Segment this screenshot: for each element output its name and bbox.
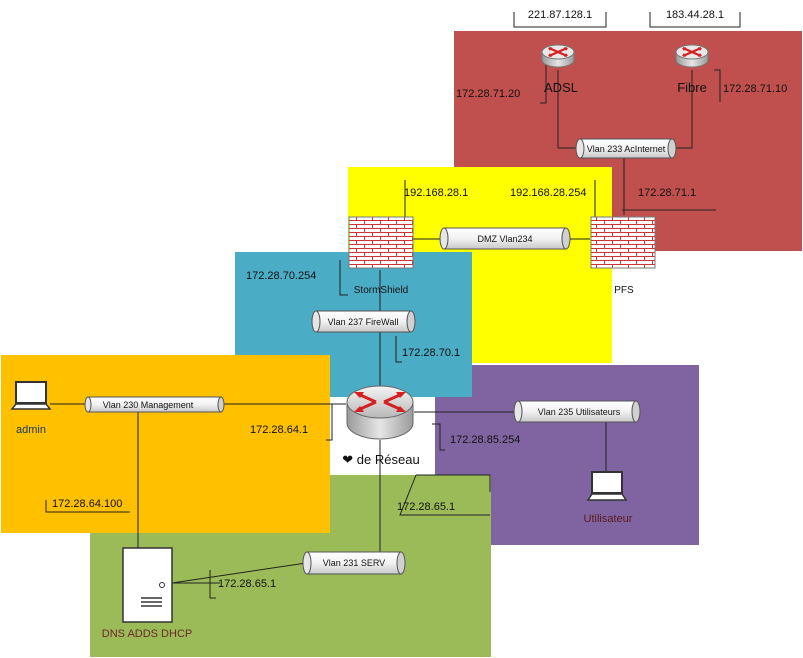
vlan-cylinder-management: [84, 396, 225, 413]
vlan-cylinder-internet: [575, 138, 677, 159]
vlan-cylinder-users: [513, 400, 641, 423]
admin-laptop-icon: [10, 381, 52, 410]
vlan-servers-label: Vlan 231 SERV: [323, 558, 385, 568]
vlan-internet-label: Vlan 233 AcInternet: [587, 144, 666, 154]
ip-adsl-lan: 172.28.71.20: [456, 88, 520, 100]
user-laptop-icon: [586, 471, 628, 501]
ip-core-mgmt: 172.28.64.1: [250, 424, 308, 436]
vlan-management-label: Vlan 230 Management: [103, 400, 194, 410]
server-icon: [122, 547, 173, 623]
server-ip: 172.28.65.1: [218, 578, 276, 590]
ip-storm-dmz: 192.168.28.1: [404, 187, 468, 199]
fibre-label: Fibre: [677, 80, 707, 95]
core-router-icon: [346, 385, 414, 440]
server-label: DNS ADDS DHCP: [102, 628, 192, 640]
ip-pfs-dmz: 192.168.28.254: [510, 187, 586, 199]
user-label: Utilisateur: [584, 513, 633, 525]
ip-storm-inside: 172.28.70.254: [246, 270, 316, 282]
pfs-firewall-icon: [590, 216, 656, 269]
adsl-label: ADSL: [544, 80, 578, 95]
ip-core-serv: 172.28.65.1: [397, 501, 455, 513]
ip-pfs-wan: 172.28.71.1: [638, 187, 696, 199]
admin-label: admin: [16, 424, 46, 436]
vlan-cylinder-servers: [302, 551, 406, 575]
ip-fibre-lan: 172.28.71.10: [723, 83, 787, 95]
ip-adsl-public: 221.87.128.1: [528, 9, 592, 21]
vlan-firewall-label: Vlan 237 FireWall: [328, 317, 399, 327]
core-label: ❤ de Réseau: [342, 452, 419, 467]
vlan-users-label: Vlan 235 Utilisateurs: [538, 407, 621, 417]
adsl-router-icon: [540, 43, 576, 69]
fibre-router-icon: [674, 43, 710, 69]
vlan-cylinder-firewall: [311, 310, 416, 333]
stormshield-firewall-icon: [348, 216, 414, 269]
pfs-label: PFS: [614, 285, 634, 296]
vlan-cylinder-dmz: [439, 227, 571, 250]
ip-fibre-public: 183.44.28.1: [666, 9, 724, 21]
management-zone: [1, 355, 330, 533]
stormshield-label: StormShield: [354, 285, 408, 296]
admin-ip: 172.28.64.100: [52, 498, 122, 510]
ip-core-firewall: 172.28.70.1: [402, 347, 460, 359]
vlan-dmz-label: DMZ Vlan234: [477, 234, 532, 244]
ip-core-users: 172.28.85.254: [450, 434, 520, 446]
